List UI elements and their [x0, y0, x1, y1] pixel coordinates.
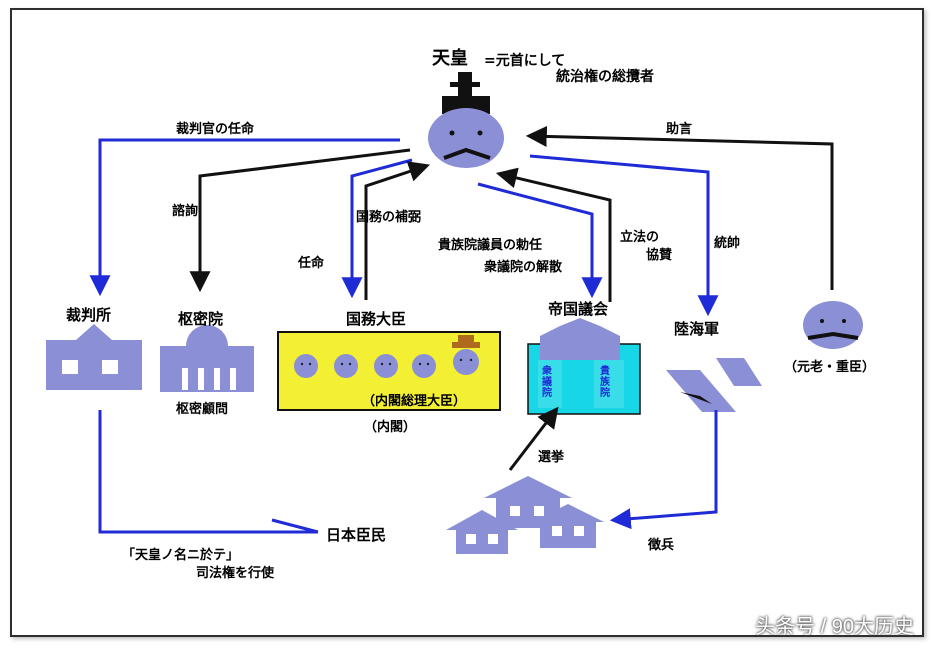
arrow-advice	[525, 125, 834, 290]
lower-house-label: 衆議院	[542, 366, 552, 399]
court-building	[46, 324, 142, 390]
privy-council-sub-label: 枢密顧問	[176, 402, 229, 417]
appoint-label: 任命	[298, 256, 325, 271]
upper-house-label: 貴族院	[600, 366, 610, 399]
arrow-privy-council	[189, 148, 411, 293]
cabinet-box	[277, 331, 501, 411]
military-ships	[666, 358, 762, 412]
conscription-label: 徴兵	[648, 538, 675, 553]
election-label: 選挙	[538, 450, 565, 465]
judge-appoint-label: 裁判官の任命	[176, 122, 255, 137]
pm-label: （内閣総理大臣）	[362, 394, 467, 409]
legislate-label-1: 立法の	[620, 230, 660, 245]
dissolve-label: 衆議院の解散	[484, 260, 563, 275]
emperor-title: 天皇	[432, 48, 468, 69]
arrow-conscription	[609, 410, 718, 530]
diagram-frame	[10, 8, 924, 637]
legislate-label-2: 協賛	[646, 248, 673, 263]
people-houses	[446, 476, 604, 554]
consult-label: 諮詢	[172, 204, 199, 219]
elder-figure	[803, 301, 863, 349]
watermark: 头条号 / 90大历史	[755, 616, 914, 638]
arrow-assist	[364, 161, 430, 300]
judicial-label-2: 司法権を行使	[196, 566, 275, 581]
assist-label: 国務の補弼	[356, 210, 422, 225]
cabinet-label: （内閣）	[364, 420, 417, 435]
privy-council-label: 枢密院	[178, 310, 224, 328]
privy-council-building	[160, 325, 254, 392]
emperor-desc-line2: 統治権の総攬者	[556, 69, 654, 85]
emperor-desc-line1: =元首にして	[484, 53, 566, 69]
arrow-command	[529, 154, 719, 317]
peer-appoint-label: 貴族院議員の勅任	[438, 238, 543, 253]
judicial-label-1: 「天皇ノ名ニ於テ」	[122, 548, 240, 563]
arrow-peer-appoint	[477, 182, 603, 299]
arrow-judicial	[98, 410, 318, 534]
arrow-election	[508, 406, 559, 471]
command-label: 統帥	[714, 236, 741, 251]
minister-label: 国務大臣	[346, 310, 407, 328]
people-label: 日本臣民	[326, 526, 387, 544]
elder-label: （元老・重臣）	[784, 360, 876, 375]
emperor-figure	[428, 72, 504, 168]
military-label: 陸海軍	[674, 320, 720, 338]
advice-label: 助言	[666, 122, 693, 137]
arrow-judicial-head	[271, 518, 319, 534]
diet-building	[527, 318, 641, 415]
arrow-appoint	[341, 158, 413, 299]
diet-label: 帝国議会	[548, 300, 609, 318]
arrow-court	[89, 138, 400, 297]
arrow-legislate	[495, 167, 612, 302]
court-label: 裁判所	[66, 306, 112, 324]
